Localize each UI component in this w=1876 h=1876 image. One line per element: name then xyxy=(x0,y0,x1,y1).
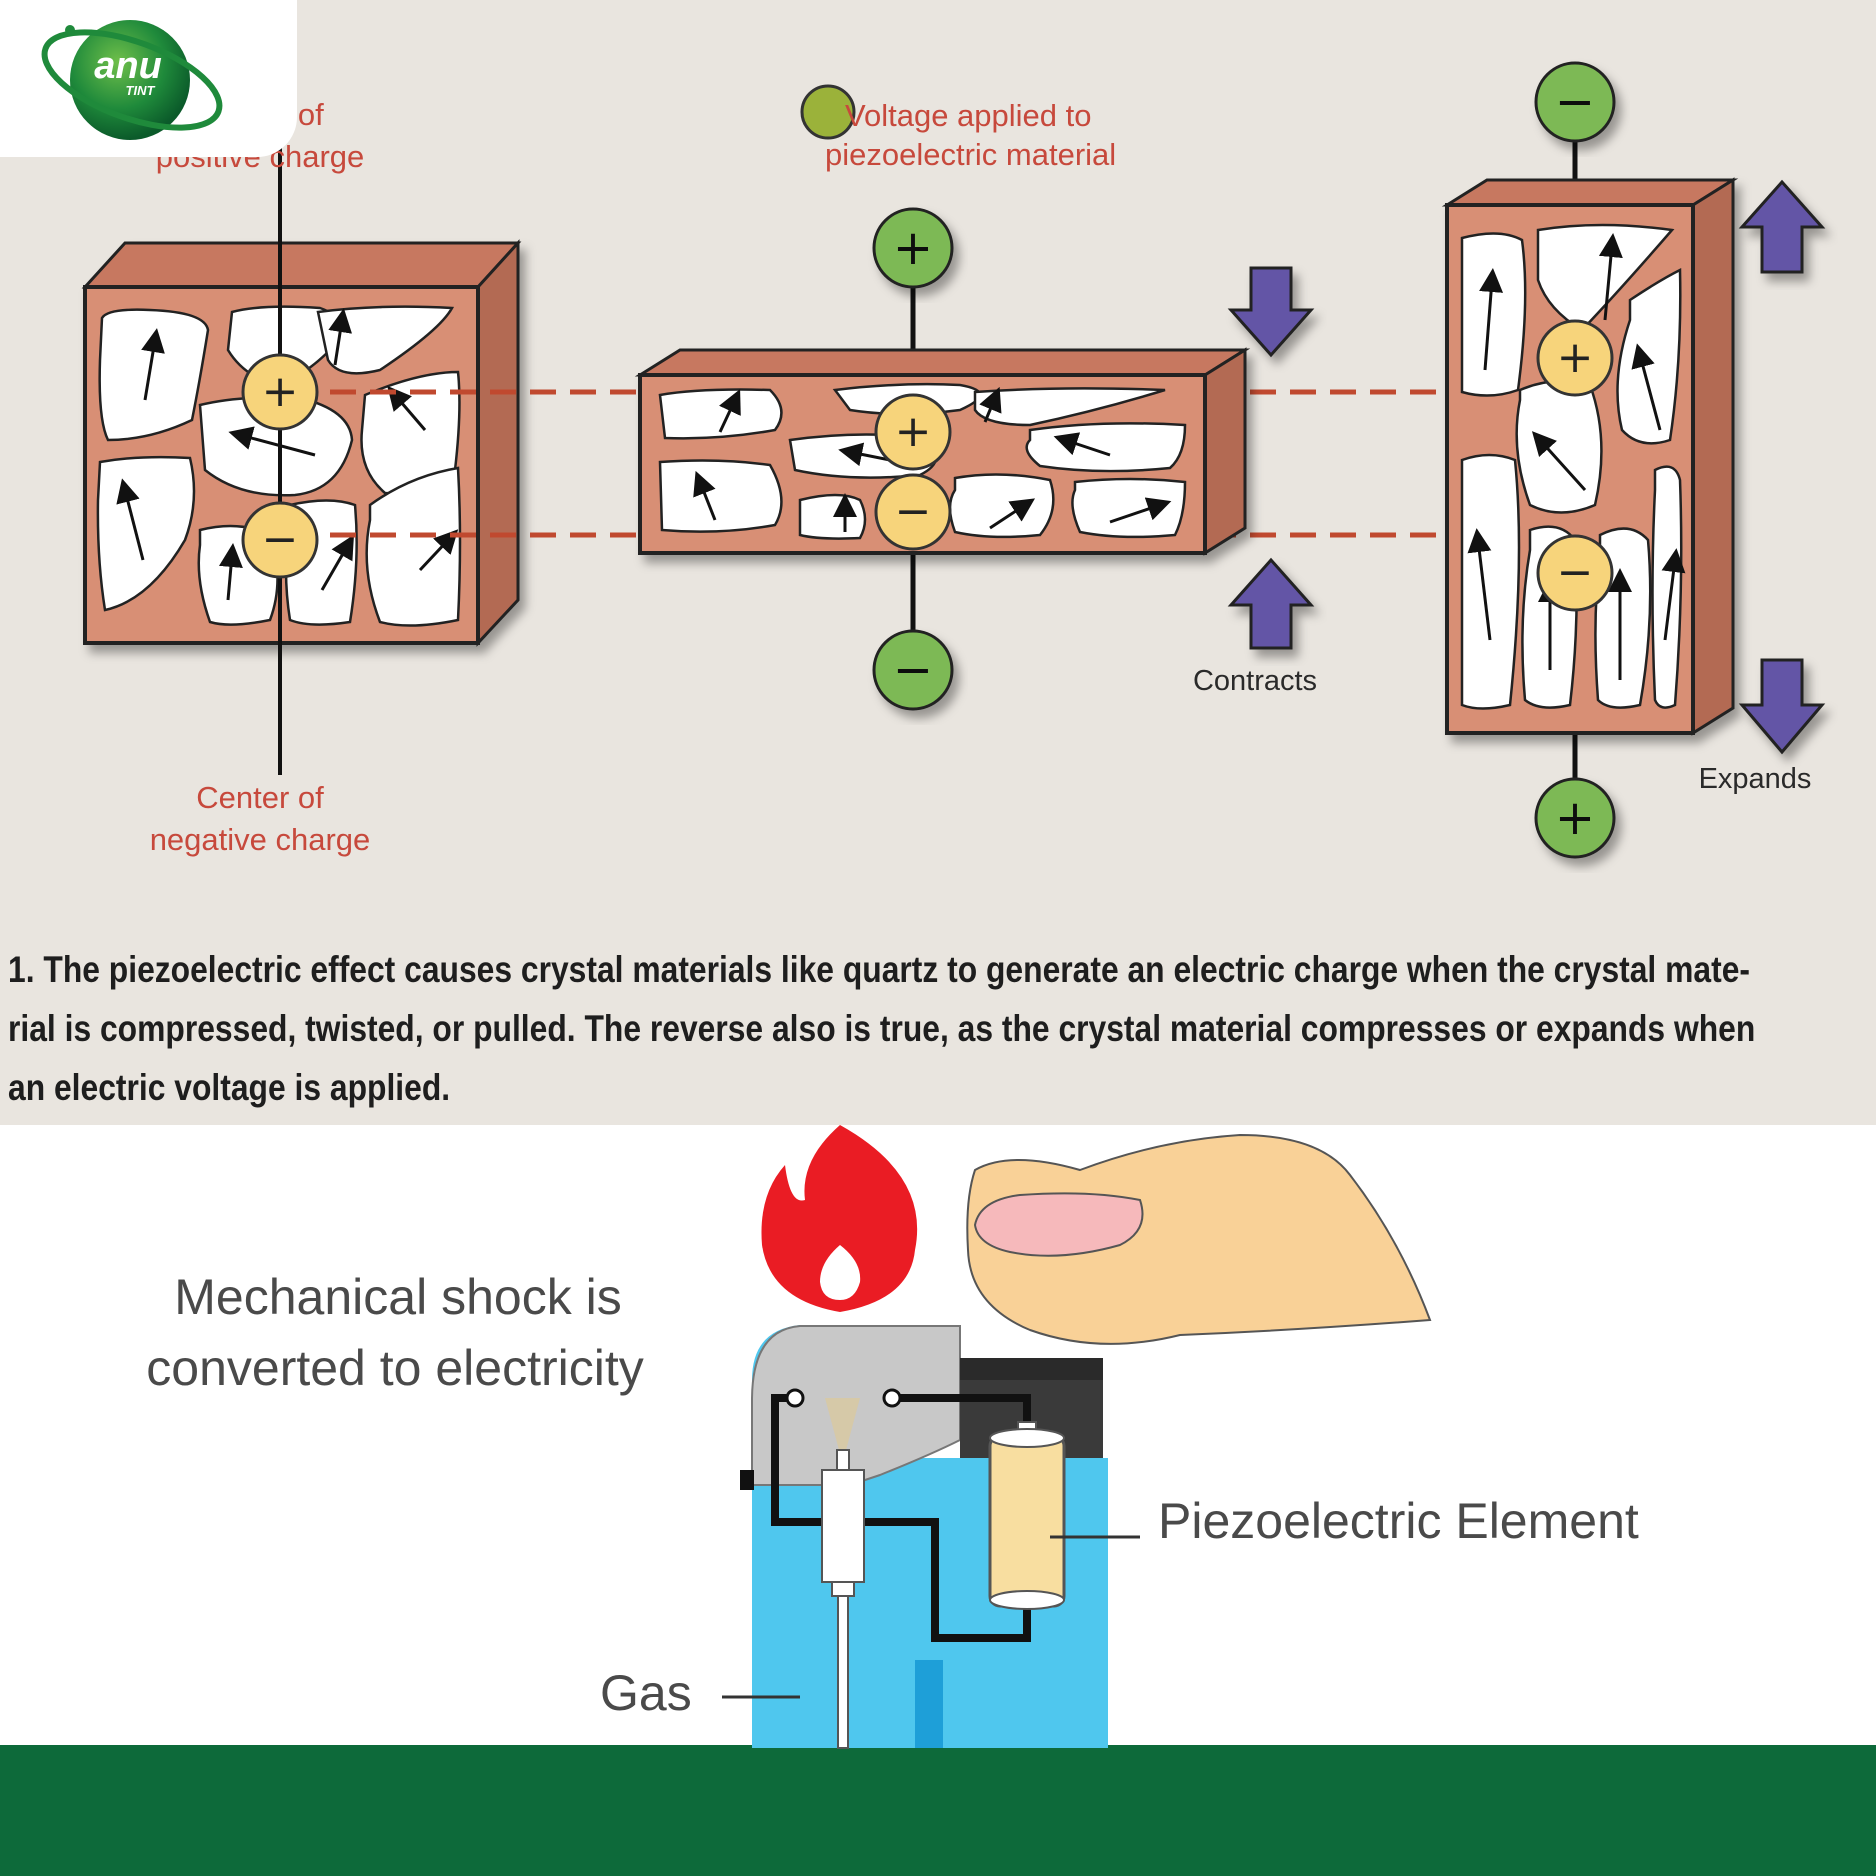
logo-text-main: anu xyxy=(94,45,162,87)
caption-line-3: an electric voltage is applied. xyxy=(8,1067,451,1108)
svg-text:+: + xyxy=(895,406,932,457)
bottom-panel xyxy=(0,1125,1876,1745)
piezo-effect-diagram: + − Center of positive charge Center of … xyxy=(81,61,1826,859)
expand-arrow-up xyxy=(1738,179,1826,274)
svg-text:+: + xyxy=(893,220,933,276)
contracted-negative-node: − xyxy=(874,473,952,551)
svg-text:−: − xyxy=(262,514,299,565)
applied-positive-terminal: + xyxy=(872,207,954,289)
label-negative-line2: negative charge xyxy=(150,822,371,857)
anu-tint-logo: anu TINT xyxy=(41,20,223,140)
logo-text-sub: TINT xyxy=(126,83,156,98)
label-voltage-line1: Voltage applied to xyxy=(845,98,1092,133)
crystal-contracted-dipoles xyxy=(693,386,1172,532)
expanded-negative-terminal: − xyxy=(1534,61,1616,143)
expand-arrow-down xyxy=(1738,658,1826,755)
voltage-indicator-dot xyxy=(800,84,856,140)
figure-caption: 1. The piezoelectric effect causes cryst… xyxy=(8,940,1866,1117)
label-negative-line1: Center of xyxy=(196,780,324,815)
footer-band xyxy=(0,1745,1876,1876)
label-expands: Expands xyxy=(1699,763,1812,795)
svg-text:−: − xyxy=(893,642,933,698)
negative-center-node: − xyxy=(241,501,319,579)
label-voltage-line2: piezoelectric material xyxy=(825,137,1116,172)
contract-arrow-down xyxy=(1227,266,1315,358)
contracted-positive-node: + xyxy=(874,393,952,471)
svg-text:−: − xyxy=(895,486,932,537)
crystal-neutral-dipoles xyxy=(116,308,459,601)
crystal-contracted-grains xyxy=(658,382,1187,540)
contract-arrow-up xyxy=(1227,557,1315,650)
expanded-positive-terminal: + xyxy=(1534,777,1616,859)
svg-text:−: − xyxy=(1555,74,1595,130)
logo-card: anu TINT xyxy=(0,0,297,157)
svg-text:+: + xyxy=(1557,332,1594,383)
expanded-negative-node: − xyxy=(1536,534,1614,612)
caption-line-2: rial is compressed, twisted, or pulled. … xyxy=(8,1008,1756,1049)
svg-text:−: − xyxy=(1557,547,1594,598)
svg-text:+: + xyxy=(262,366,299,417)
logo-orbit xyxy=(41,29,223,131)
svg-text:+: + xyxy=(1555,790,1595,846)
label-contracts: Contracts xyxy=(1193,665,1317,697)
expanded-positive-node: + xyxy=(1536,319,1614,397)
positive-center-node: + xyxy=(241,353,319,431)
applied-negative-terminal: − xyxy=(872,629,954,711)
caption-line-1: 1. The piezoelectric effect causes cryst… xyxy=(8,949,1750,990)
crystal-expanded-dipoles xyxy=(1467,233,1686,680)
